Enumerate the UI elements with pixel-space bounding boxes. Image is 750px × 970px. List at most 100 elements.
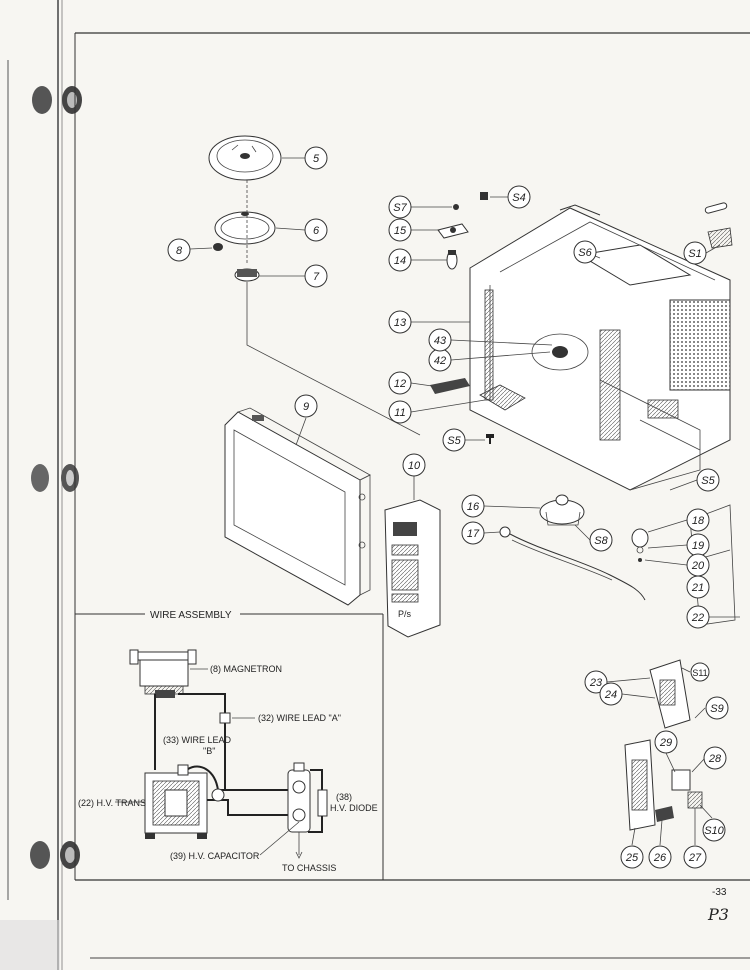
part-2: [704, 202, 728, 214]
svg-text:(8) MAGNETRON: (8) MAGNETRON: [210, 664, 282, 674]
svg-text:10: 10: [408, 460, 421, 472]
svg-text:9: 9: [303, 401, 309, 413]
svg-text:17: 17: [467, 528, 480, 540]
callout-14: 14: [388, 248, 447, 272]
part-14: [446, 250, 458, 270]
svg-text:S7: S7: [393, 202, 407, 214]
callout-5: 5: [282, 146, 328, 170]
svg-text:25: 25: [625, 852, 639, 864]
callout-9: 9: [294, 394, 318, 446]
svg-text:S5: S5: [447, 435, 461, 447]
part-24-latch: [649, 659, 691, 729]
svg-text:26: 26: [653, 852, 667, 864]
callout-s4: S4: [490, 185, 531, 209]
page-number: -33: [712, 887, 727, 898]
handwritten-note: P3: [707, 905, 729, 924]
callout-s11: S11: [681, 662, 710, 682]
magnetron: [129, 649, 197, 698]
svg-text:12: 12: [394, 378, 406, 390]
svg-text:23: 23: [589, 677, 603, 689]
svg-text:43: 43: [434, 335, 447, 347]
callout-22: 22: [686, 605, 740, 629]
callout-13: 13: [388, 310, 470, 334]
svg-text:S1: S1: [688, 248, 701, 260]
callout-27: 27: [683, 808, 707, 869]
svg-text:S11: S11: [692, 668, 707, 678]
part-motor-16: [539, 494, 585, 526]
part-18-19-20: [631, 528, 649, 562]
svg-text:20: 20: [691, 560, 705, 572]
part-3: [707, 227, 733, 249]
callout-23: 23: [584, 670, 651, 694]
callout-19: 19: [647, 533, 710, 557]
svg-text:"B": "B": [203, 746, 215, 756]
svg-text:(38): (38): [336, 792, 352, 802]
callout-s5-right: S5: [669, 468, 720, 492]
part-fan-ring: [214, 211, 276, 245]
callout-43: 43: [428, 328, 553, 352]
callout-11: 11: [388, 399, 486, 424]
svg-text:S4: S4: [512, 192, 525, 204]
svg-text:6: 6: [313, 225, 320, 237]
svg-text:7: 7: [313, 271, 320, 283]
hv-diode: [308, 769, 328, 833]
svg-text:16: 16: [467, 501, 480, 513]
callout-26: 26: [648, 819, 672, 869]
part-screw-s7: [453, 204, 459, 210]
svg-text:H.V. DIODE: H.V. DIODE: [330, 803, 378, 813]
svg-text:11: 11: [394, 407, 405, 419]
part-26: [655, 806, 674, 822]
part-latch-11: [479, 384, 526, 411]
part-15: [437, 223, 469, 239]
callout-s6: S6: [573, 240, 601, 264]
callout-s10: S10: [699, 804, 726, 842]
svg-text:S9: S9: [710, 703, 723, 715]
svg-text:(33) WIRE LEAD: (33) WIRE LEAD: [163, 735, 232, 745]
callout-42: 42: [428, 348, 551, 372]
svg-text:14: 14: [394, 255, 406, 267]
svg-text:18: 18: [692, 515, 705, 527]
part-shaft-cover: [234, 268, 260, 282]
callout-7: 7: [259, 264, 328, 288]
svg-text:24: 24: [604, 689, 617, 701]
part-switch-12: [430, 378, 470, 394]
callout-28: 28: [691, 746, 727, 773]
callout-s7: S7: [388, 195, 452, 219]
svg-text:P/s: P/s: [398, 609, 412, 619]
wire-assembly-title: WIRE ASSEMBLY: [150, 610, 232, 621]
callout-25: 25: [620, 827, 644, 869]
callout-29: 29: [654, 730, 678, 773]
part-screw-8: [213, 243, 223, 251]
svg-text:22: 22: [691, 612, 704, 624]
svg-text:TO CHASSIS: TO CHASSIS: [282, 863, 336, 873]
part-screw-s4: [480, 192, 488, 200]
svg-text:19: 19: [692, 540, 704, 552]
callout-21: 21: [686, 575, 710, 599]
svg-text:(32) WIRE LEAD "A": (32) WIRE LEAD "A": [258, 713, 341, 723]
part-25-bracket: [624, 739, 656, 831]
svg-text:21: 21: [691, 582, 704, 594]
svg-text:5: 5: [313, 153, 320, 165]
svg-text:S10: S10: [704, 825, 724, 837]
part-cabinet: [469, 204, 731, 491]
svg-text:8: 8: [176, 245, 183, 257]
part-door: [224, 407, 371, 606]
callout-16: 16: [461, 494, 541, 518]
svg-text:42: 42: [434, 355, 446, 367]
svg-text:27: 27: [688, 852, 702, 864]
svg-text:S5: S5: [701, 475, 715, 487]
svg-text:29: 29: [659, 737, 672, 749]
svg-text:13: 13: [394, 317, 407, 329]
part-wire-17: [499, 526, 646, 601]
callout-s1: S1: [683, 241, 721, 265]
svg-text:S8: S8: [594, 535, 608, 547]
part-screw-s5: [486, 434, 494, 444]
svg-text:(39) H.V. CAPACITOR: (39) H.V. CAPACITOR: [170, 851, 260, 861]
callout-s9: S9: [694, 696, 729, 720]
callout-17: 17: [461, 521, 501, 545]
callout-20: 20: [644, 553, 710, 577]
callout-6: 6: [275, 218, 328, 242]
svg-text:15: 15: [394, 225, 407, 237]
callout-s8: S8: [574, 524, 613, 552]
